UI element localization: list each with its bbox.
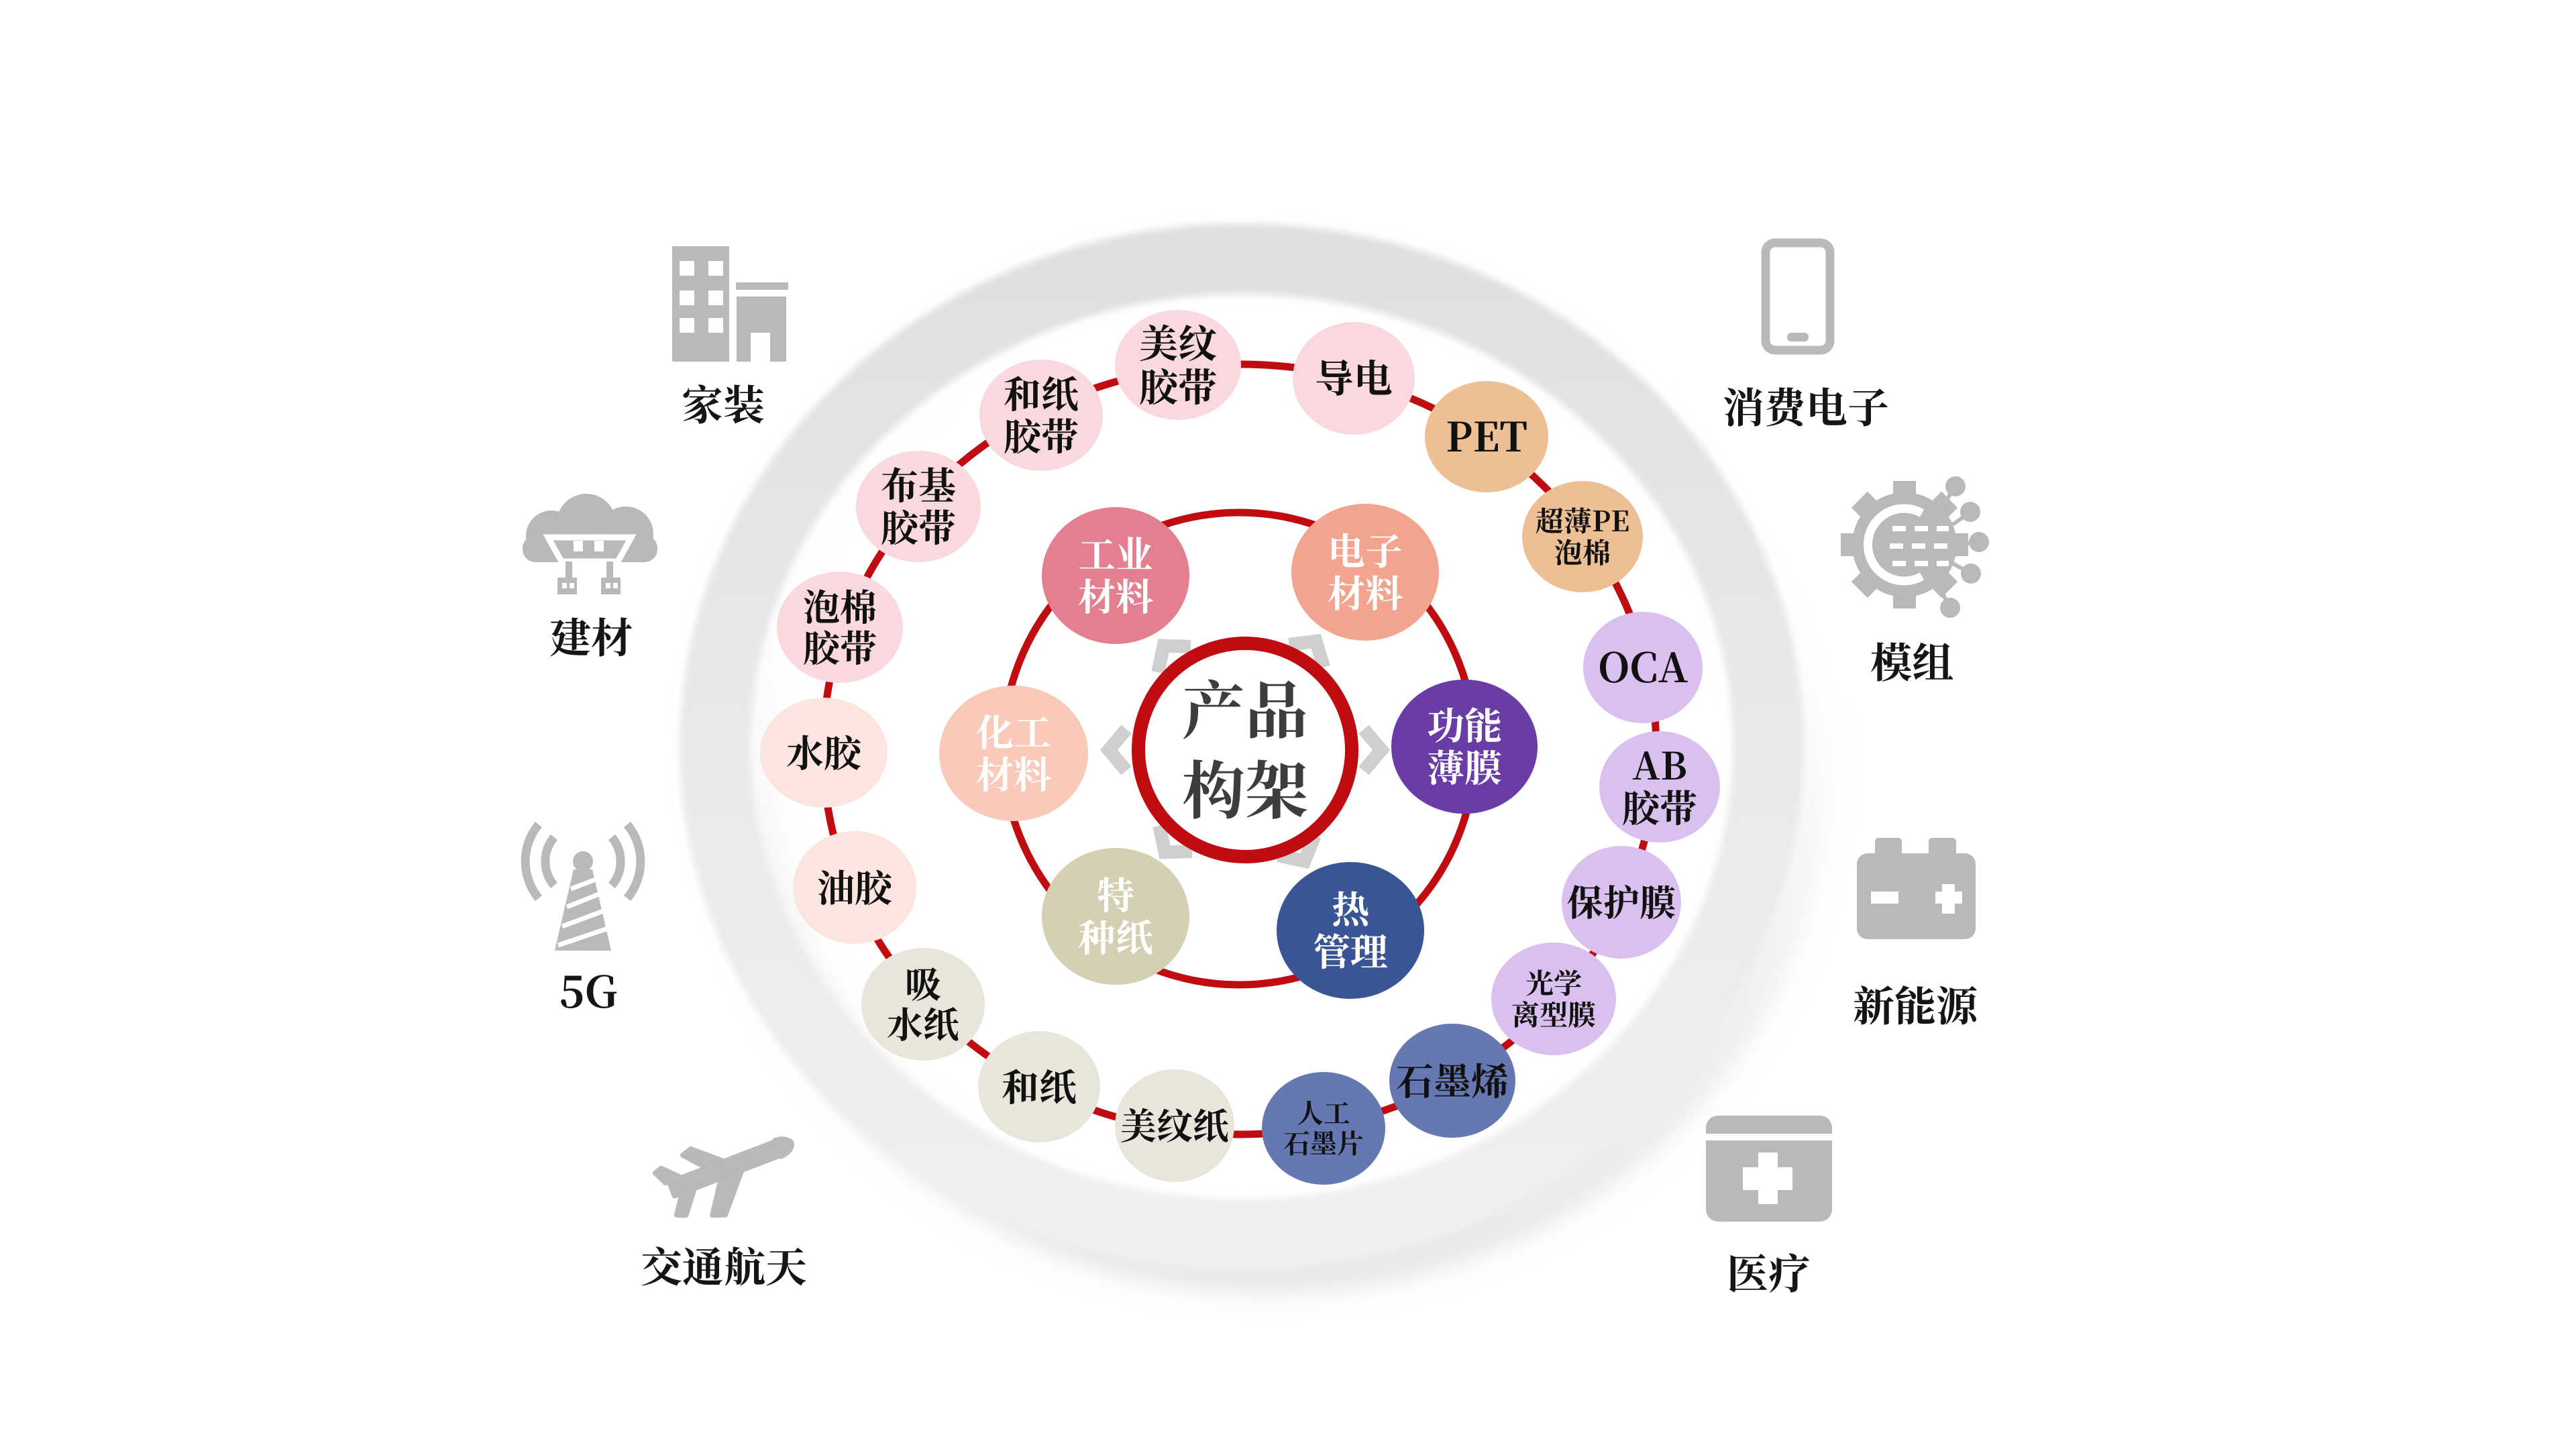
svg-text:泡棉: 泡棉	[1554, 531, 1611, 572]
svg-text:和纸: 和纸	[1004, 366, 1079, 419]
svg-text:泡棉: 泡棉	[803, 578, 877, 631]
svg-text:家装: 家装	[682, 372, 765, 432]
svg-text:电子: 电子	[1328, 523, 1403, 576]
svg-text:模组: 模组	[1870, 630, 1953, 690]
svg-text:医疗: 医疗	[1727, 1241, 1810, 1301]
svg-text:材料: 材料	[976, 746, 1051, 800]
svg-text:特: 特	[1097, 867, 1134, 920]
svg-text:水纸: 水纸	[887, 997, 959, 1049]
svg-text:水胶: 水胶	[786, 724, 861, 778]
svg-text:建材: 建材	[549, 605, 633, 665]
svg-text:美纹纸: 美纹纸	[1120, 1098, 1229, 1150]
svg-text:胶带: 胶带	[803, 619, 877, 672]
svg-text:石墨片: 石墨片	[1283, 1123, 1364, 1161]
svg-text:PET: PET	[1446, 406, 1527, 464]
svg-text:交通航天: 交通航天	[641, 1234, 807, 1294]
svg-text:5G: 5G	[559, 959, 617, 1020]
svg-text:光学: 光学	[1525, 962, 1582, 1002]
svg-text:胶带: 胶带	[881, 499, 956, 553]
svg-text:热: 热	[1332, 881, 1369, 934]
svg-text:离型膜: 离型膜	[1511, 994, 1596, 1034]
svg-text:种纸: 种纸	[1078, 909, 1153, 963]
svg-text:材料: 材料	[1328, 565, 1403, 619]
svg-text:产品: 产品	[1182, 661, 1308, 751]
svg-text:人工: 人工	[1297, 1093, 1350, 1131]
svg-text:胶带: 胶带	[1139, 356, 1217, 413]
svg-text:工业: 工业	[1078, 526, 1153, 580]
svg-text:管理: 管理	[1313, 923, 1388, 977]
svg-text:功能: 功能	[1427, 697, 1502, 751]
svg-text:油胶: 油胶	[817, 859, 892, 913]
svg-text:材料: 材料	[1078, 568, 1153, 622]
svg-text:吸: 吸	[905, 957, 941, 1008]
svg-text:导电: 导电	[1315, 347, 1393, 404]
svg-text:AB: AB	[1632, 737, 1686, 791]
svg-text:薄膜: 薄膜	[1427, 739, 1502, 793]
svg-text:消费电子: 消费电子	[1723, 375, 1889, 435]
svg-text:布基: 布基	[881, 457, 956, 511]
svg-text:新能源: 新能源	[1853, 973, 1978, 1033]
svg-text:石墨烯: 石墨烯	[1396, 1053, 1509, 1106]
svg-text:构架: 构架	[1182, 741, 1308, 831]
svg-text:保护膜: 保护膜	[1567, 875, 1676, 926]
svg-text:胶带: 胶带	[1004, 408, 1079, 462]
svg-text:超薄PE: 超薄PE	[1536, 500, 1629, 540]
svg-text:和纸: 和纸	[1002, 1059, 1077, 1112]
svg-text:OCA: OCA	[1598, 637, 1688, 694]
svg-text:胶带: 胶带	[1622, 780, 1697, 833]
svg-text:化工: 化工	[976, 704, 1051, 757]
svg-text:美纹: 美纹	[1139, 313, 1217, 369]
